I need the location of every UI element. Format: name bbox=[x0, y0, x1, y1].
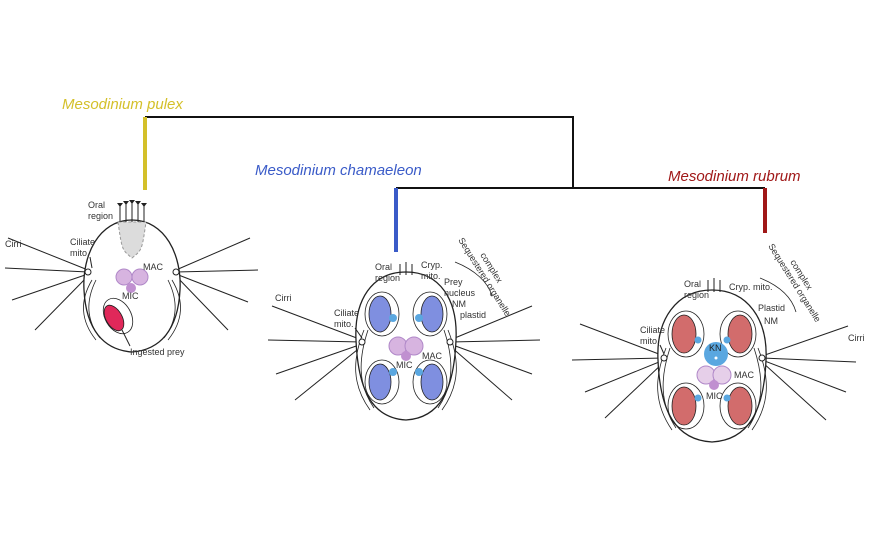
chamaeleon-label-ciliate: Ciliate bbox=[334, 308, 359, 318]
rubrum-label-region: region bbox=[684, 290, 709, 300]
cell-rubrum: Oral region Cryp. mito. Plastid NM Seque… bbox=[571, 242, 865, 443]
pulex-label-mic: MIC bbox=[122, 291, 139, 301]
pulex-label-region: region bbox=[88, 211, 113, 221]
pulex-mac-right bbox=[131, 268, 149, 286]
species-title-rubrum: Mesodinium rubrum bbox=[668, 168, 801, 185]
tree-branch-root bbox=[145, 116, 574, 188]
rubrum-label-cirri: Cirri bbox=[848, 333, 865, 343]
cell-chamaeleon: Oral region Cryp. mito. Prey nucleus NM … bbox=[267, 236, 541, 421]
pulex-ciliate-mito-right bbox=[172, 268, 180, 276]
pulex-label-mito: mito. bbox=[70, 248, 90, 258]
pulex-oral-region bbox=[117, 221, 147, 259]
rubrum-label-plastid: Plastid bbox=[758, 303, 785, 313]
rubrum-soc-bottomright bbox=[719, 382, 757, 430]
chamaeleon-label-nm: NM bbox=[452, 299, 466, 309]
rubrum-kleptokaryon bbox=[704, 342, 728, 366]
phylogenetic-tree bbox=[143, 116, 767, 252]
pulex-ingested-prey bbox=[103, 304, 125, 332]
chamaeleon-label-nucleus: nucleus bbox=[444, 288, 476, 298]
chamaeleon-ciliate-mito-left bbox=[358, 338, 366, 346]
chamaeleon-label-cryp: Cryp. bbox=[421, 260, 443, 270]
rubrum-label-oral: Oral bbox=[684, 279, 701, 289]
chamaeleon-soc-topright bbox=[412, 291, 448, 337]
rubrum-soc-topleft bbox=[667, 310, 705, 358]
chamaeleon-oral-tentacles bbox=[399, 262, 413, 275]
rubrum-label-mic: MIC bbox=[706, 391, 723, 401]
species-title-chamaeleon: Mesodinium chamaeleon bbox=[255, 162, 422, 179]
chamaeleon-label-mac: MAC bbox=[422, 351, 443, 361]
species-title-pulex: Mesodinium pulex bbox=[62, 96, 183, 113]
rubrum-label-ciliate-mito: mito. bbox=[640, 336, 660, 346]
pulex-tentacle-tips bbox=[117, 200, 147, 207]
chamaeleon-label-oral: Oral bbox=[375, 262, 392, 272]
chamaeleon-soc-bottomleft bbox=[364, 359, 400, 405]
chamaeleon-label-plastid: plastid bbox=[460, 310, 486, 320]
pulex-ciliate-mito-left bbox=[84, 268, 92, 276]
cell-pulex: Oral region Cirri Ciliate mito. MAC MIC … bbox=[4, 200, 259, 357]
rubrum-soc-topright bbox=[719, 310, 757, 358]
pulex-label-prey: Ingested prey bbox=[130, 347, 185, 357]
rubrum-oral-tentacles bbox=[707, 278, 721, 292]
chamaeleon-cirri bbox=[267, 305, 541, 401]
rubrum-cell-body bbox=[657, 289, 767, 443]
pulex-label-oral: Oral bbox=[88, 200, 105, 210]
rubrum-soc-bottomleft bbox=[667, 382, 705, 430]
pulex-mac-left bbox=[115, 268, 133, 286]
rubrum-mac-right bbox=[712, 365, 732, 385]
pulex-label-cirri: Cirri bbox=[5, 239, 22, 249]
pulex-label-ciliate: Ciliate bbox=[70, 237, 95, 247]
chamaeleon-label-region: region bbox=[375, 273, 400, 283]
chamaeleon-label-ciliate-mito: mito. bbox=[334, 319, 354, 329]
chamaeleon-soc-topleft bbox=[364, 291, 400, 337]
chamaeleon-label-mic: MIC bbox=[396, 360, 413, 370]
chamaeleon-mac-right bbox=[404, 336, 424, 356]
chamaeleon-label-cirri: Cirri bbox=[275, 293, 292, 303]
chamaeleon-mic bbox=[401, 351, 411, 361]
pulex-mic bbox=[126, 283, 136, 293]
rubrum-label-ciliate: Ciliate bbox=[640, 325, 665, 335]
rubrum-ciliate-mito-right bbox=[758, 354, 766, 362]
rubrum-mic bbox=[709, 380, 719, 390]
chamaeleon-ciliate-mito-right bbox=[446, 338, 454, 346]
rubrum-label-kn: KN bbox=[709, 343, 722, 353]
rubrum-cirri bbox=[571, 323, 857, 421]
rubrum-label-nm: NM bbox=[764, 316, 778, 326]
rubrum-label-mac: MAC bbox=[734, 370, 755, 380]
chamaeleon-soc-bottomright bbox=[412, 359, 448, 405]
chamaeleon-label-cryp-mito: mito. bbox=[421, 271, 441, 281]
chamaeleon-label-prey: Prey bbox=[444, 277, 463, 287]
pulex-cirri bbox=[4, 237, 259, 331]
rubrum-label-cryp: Cryp. mito. bbox=[729, 282, 773, 292]
pulex-label-mac: MAC bbox=[143, 262, 164, 272]
rubrum-ciliate-mito-left bbox=[660, 354, 668, 362]
